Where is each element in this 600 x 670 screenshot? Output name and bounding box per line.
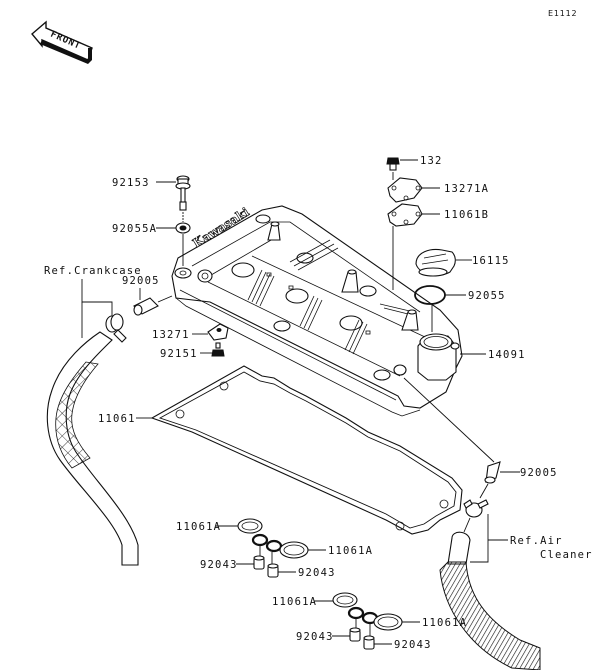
gasket-11061B: 11061B — [387, 203, 489, 290]
label-92151[interactable]: 92151 — [160, 348, 198, 360]
figure-code: E1112 — [548, 9, 577, 18]
front-arrow-icon: FRONT — [31, 20, 93, 64]
label-92043-3[interactable]: 92043 — [296, 631, 334, 643]
label-92055A[interactable]: 92055A — [112, 223, 157, 235]
breather-hose-crankcase — [46, 331, 139, 566]
breather-hose-air-cleaner — [439, 531, 541, 670]
label-16115[interactable]: 16115 — [472, 255, 510, 267]
nut-92151: 92151 — [160, 342, 225, 360]
washer-92055A: 92055A — [112, 222, 191, 266]
oil-filler-cap-16115: 16115 — [415, 248, 510, 277]
label-11061[interactable]: 11061 — [98, 413, 136, 425]
label-11061A-2[interactable]: 11061A — [328, 545, 373, 557]
plate-13271A: 13271A — [387, 177, 489, 203]
label-13271[interactable]: 13271 — [152, 329, 190, 341]
ref-air-cleaner-line1: Ref.Air — [510, 535, 563, 547]
ref-air-cleaner-line2: Cleaner — [540, 549, 593, 561]
label-11061A-3[interactable]: 11061A — [272, 596, 317, 608]
o-ring-92055: 92055 — [414, 285, 506, 332]
label-14091[interactable]: 14091 — [488, 349, 526, 361]
label-92153[interactable]: 92153 — [112, 177, 150, 189]
label-92043-1[interactable]: 92043 — [200, 559, 238, 571]
label-92005-left[interactable]: 92005 — [122, 275, 160, 287]
fitting-92005-right: 92005 — [479, 461, 558, 499]
hose-clamp-left — [105, 313, 127, 343]
label-92043-4[interactable]: 92043 — [394, 639, 432, 651]
plate-13271: 13271 — [152, 323, 229, 341]
seal-group-upper: 11061A 11061A 92043 92043 — [176, 518, 373, 579]
label-11061B[interactable]: 11061B — [444, 209, 489, 221]
label-92055[interactable]: 92055 — [468, 290, 506, 302]
ref-crankcase: Ref.Crankcase — [44, 265, 142, 277]
label-132[interactable]: 132 — [420, 155, 443, 167]
fitting-92005-left: 92005 — [122, 275, 173, 316]
label-92005-right[interactable]: 92005 — [520, 467, 558, 479]
bolt-92153: 92153 — [112, 175, 191, 222]
label-13271A[interactable]: 13271A — [444, 183, 489, 195]
label-11061A-4[interactable]: 11061A — [422, 617, 467, 629]
hose-clamp-right — [463, 499, 489, 533]
seal-group-lower: 11061A 11061A 92043 92043 — [272, 592, 467, 651]
label-92043-2[interactable]: 92043 — [298, 567, 336, 579]
label-11061A-1[interactable]: 11061A — [176, 521, 221, 533]
gasket-11061: 11061 — [98, 365, 463, 535]
bolt-132: 132 — [386, 155, 443, 180]
